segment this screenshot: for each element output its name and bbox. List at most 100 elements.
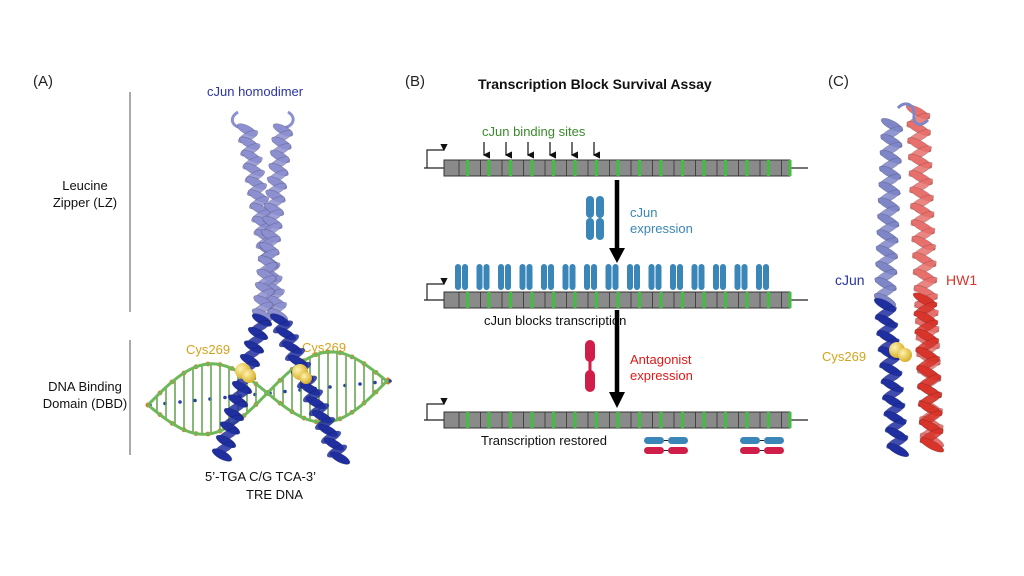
bound-cjun-monomer-left	[734, 264, 741, 290]
hw1-chain-label: HW1	[946, 272, 978, 288]
cjun-dimer-icon	[586, 196, 604, 240]
binding-site-band	[788, 412, 792, 428]
dna-binding-domain-label: DNA Binding Domain (DBD)	[40, 378, 130, 412]
cys269-label-c: Cys269	[822, 349, 867, 364]
cjun-antagonist-complex-1	[644, 437, 688, 454]
antagonist-expression-line2: expression	[630, 368, 693, 383]
binding-site-band	[595, 412, 598, 428]
bound-cjun-proteins	[455, 264, 769, 290]
complex-antagonist-left	[644, 447, 664, 454]
binding-site-band	[659, 160, 663, 176]
binding-site-band	[681, 292, 684, 308]
bound-cjun-monomer-left	[455, 264, 461, 290]
binding-site-band	[595, 292, 598, 308]
binding-site-band	[745, 412, 749, 428]
bound-cjun-monomer-right	[505, 264, 511, 290]
binding-site-band	[552, 292, 555, 308]
promoter-arrow-3	[426, 398, 448, 420]
bound-cjun-monomer-right	[548, 264, 554, 290]
bound-cjun-monomer-right	[526, 264, 533, 290]
dbd-helix-right	[269, 313, 351, 465]
binding-site-band	[487, 292, 491, 308]
binding-site-band	[552, 412, 555, 428]
bound-cjun-monomer-right	[720, 264, 726, 290]
complex-cjun-right	[764, 437, 784, 444]
binding-site-band	[745, 160, 749, 176]
nitrogen-atom	[193, 398, 197, 403]
cjun-antagonist-complex-2	[740, 437, 784, 454]
cjun-expression-line2: expression	[630, 221, 693, 236]
cjun-expression-label: cJun expression	[630, 205, 693, 237]
binding-site-band	[530, 412, 534, 428]
binding-site-band	[702, 292, 706, 308]
cys269-label-left: Cys269	[186, 342, 231, 357]
nitrogen-atom	[223, 395, 227, 400]
cjun-expression-line1: cJun	[630, 205, 658, 220]
binding-site-band	[509, 412, 512, 428]
nitrogen-atom	[283, 389, 287, 394]
promoter-arrow-1	[426, 144, 448, 168]
assay-title: Transcription Block Survival Assay	[478, 76, 712, 92]
complex-antagonist-right	[668, 447, 688, 454]
bound-cjun-monomer-left	[562, 264, 569, 290]
binding-site-band	[659, 292, 663, 308]
complex-antagonist-right	[764, 447, 784, 454]
binding-site-band	[509, 292, 512, 308]
binding-sites-label: cJun binding sites	[482, 124, 586, 139]
gene-construct-2	[424, 291, 808, 309]
tre-dna-sequence: 5’-TGA C/G TCA-3’	[205, 469, 317, 484]
bound-cjun-monomer-right	[677, 264, 683, 290]
promoter-arrow-2	[426, 278, 448, 300]
dna-binding-domain-label-line1: DNA Binding	[48, 379, 122, 394]
bound-cjun-monomer-right	[763, 264, 769, 290]
antagonist-expression-line1: Antagonist	[630, 352, 692, 367]
binding-site-band	[638, 160, 641, 176]
tre-dna-label: TRE DNA	[246, 487, 304, 502]
binding-site-band	[487, 412, 491, 428]
complex-antagonist-left	[740, 447, 760, 454]
binding-site-band	[767, 160, 770, 176]
transcription-restored-label: Transcription restored	[481, 433, 607, 448]
nitrogen-atom	[388, 379, 392, 383]
bound-cjun-monomer-left	[476, 264, 483, 290]
cjun-monomer-left-bottom	[586, 218, 594, 240]
bound-cjun-monomer-left	[541, 264, 547, 290]
leucine-zipper-label-line2: Zipper (LZ)	[52, 195, 118, 210]
binding-site-band	[487, 160, 491, 176]
cjun-homodimer-label: cJun homodimer	[207, 84, 304, 99]
bound-cjun-monomer-right	[655, 264, 662, 290]
panel-a-letter: (A)	[33, 73, 53, 90]
nitrogen-atom	[178, 400, 182, 404]
cjun-c-lower-turn	[886, 442, 910, 458]
dna-backbone-2	[146, 362, 390, 424]
binding-site-band	[788, 292, 792, 308]
cys269-sphere-left-2	[242, 369, 256, 383]
binding-site-arrows	[482, 142, 600, 159]
binding-site-band	[702, 160, 706, 176]
cjun-c-top-loop	[896, 102, 930, 126]
bound-cjun-monomer-left	[498, 264, 504, 290]
gene-construct-1	[424, 159, 808, 177]
binding-site-band	[616, 412, 620, 428]
cjun-monomer-left-top	[586, 196, 594, 218]
bound-cjun-monomer-right	[462, 264, 468, 290]
nitrogen-atom	[328, 385, 332, 389]
antagonist-icon	[585, 340, 595, 392]
complex-cjun-left	[644, 437, 664, 444]
binding-site-band	[724, 292, 727, 308]
nitrogen-atom	[373, 380, 377, 385]
binding-site-band	[659, 412, 663, 428]
binding-site-band	[466, 292, 469, 308]
tre-dna-model	[145, 349, 392, 437]
bound-cjun-monomer-left	[584, 264, 590, 290]
cjun-blocks-label: cJun blocks transcription	[484, 313, 627, 328]
bound-cjun-monomer-left	[713, 264, 719, 290]
bound-cjun-monomer-left	[605, 264, 612, 290]
bound-cjun-monomer-right	[698, 264, 705, 290]
cjun-monomer-right-top	[596, 196, 604, 218]
cjun-chain-label: cJun	[835, 272, 865, 288]
antagonist-expression-label: Antagonist expression	[630, 352, 693, 384]
binding-site-band	[509, 160, 512, 176]
binding-site-band	[466, 160, 469, 176]
